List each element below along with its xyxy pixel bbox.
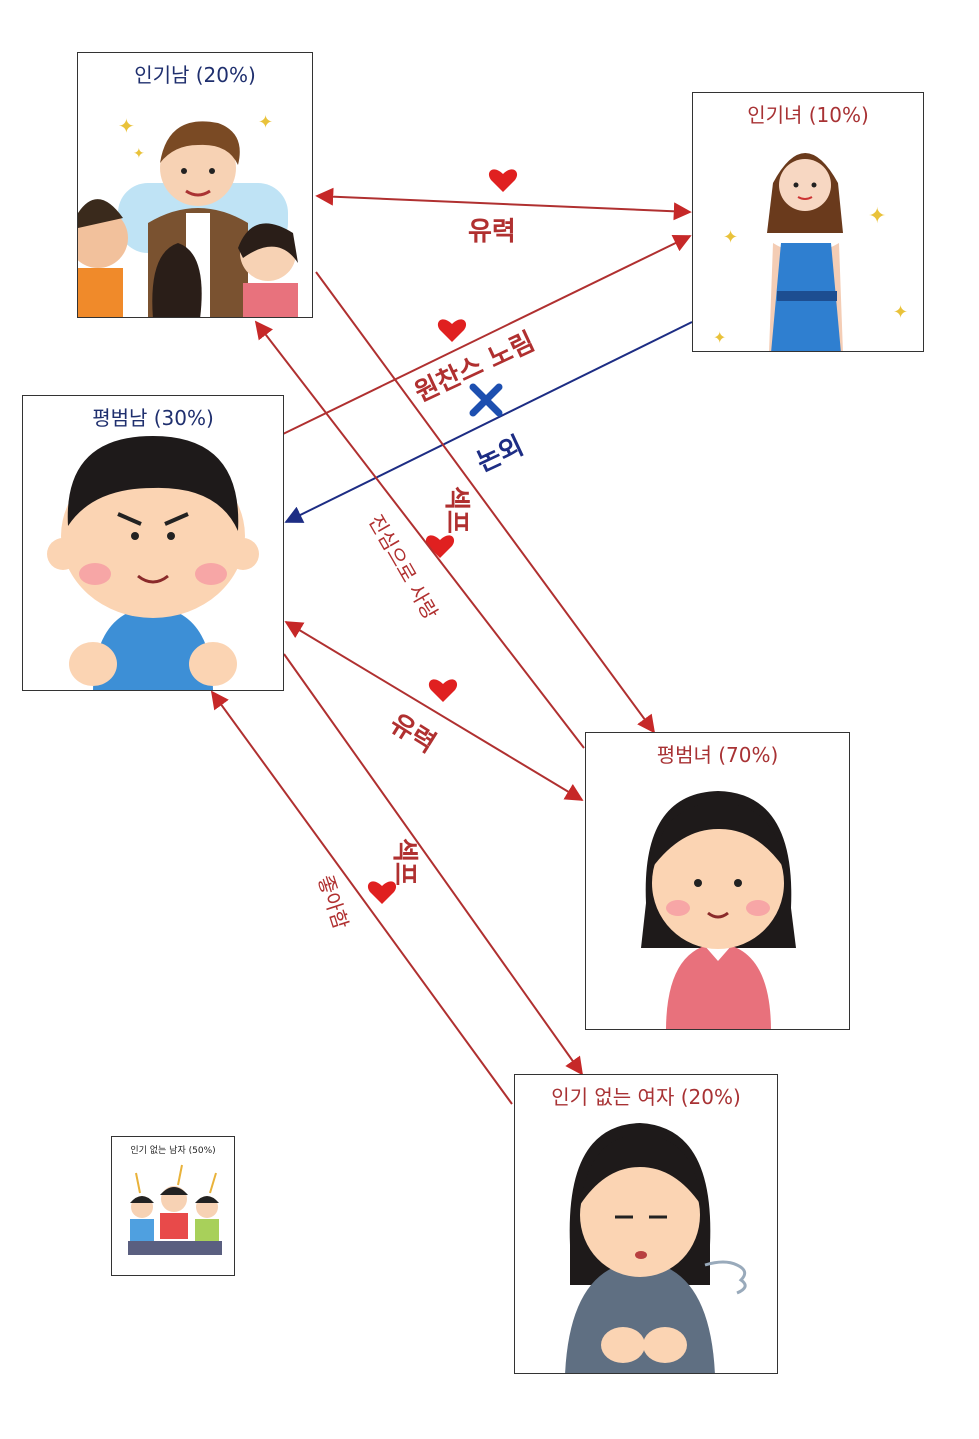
arrow-pw-am (284, 321, 693, 523)
arrow-pm-pw (315, 187, 692, 221)
popular-man-illustration: ✦ ✦ ✦ (78, 112, 298, 317)
svg-text:✦: ✦ (713, 328, 726, 347)
label-pm-aw: 섹프 (441, 486, 471, 534)
node-average-man: 평범남 (30%) (22, 395, 284, 691)
svg-text:✦: ✦ (118, 114, 135, 138)
node-label: 평범녀 (70%) (656, 743, 779, 767)
heart-icon (488, 169, 518, 192)
average-man-illustration (47, 436, 259, 690)
node-label: 평범남 (30%) (92, 406, 214, 430)
svg-text:✦: ✦ (868, 204, 886, 229)
label-aw-pm: 진심으로 사랑 (364, 511, 443, 624)
label-pm-pw: 유력 (468, 217, 516, 247)
svg-text:✦: ✦ (723, 227, 738, 248)
node-label: 인기 없는 여자 (20%) (551, 1085, 741, 1109)
unpopular-woman-illustration (565, 1123, 747, 1373)
label-am-pw: 원찬스 노림 (410, 327, 539, 409)
cross-icon (469, 383, 503, 417)
node-label: 인기 없는 남자 (50%) (130, 1146, 216, 1156)
heart-icon (428, 679, 458, 702)
arrow-pm-aw (315, 271, 656, 734)
node-average-woman: 평범녀 (70%) (585, 732, 850, 1030)
arrow-am-uw (283, 653, 584, 1076)
svg-text:✦: ✦ (258, 112, 273, 133)
average-woman-illustration (641, 791, 796, 1029)
label-uw-am: 좋아함 (313, 872, 353, 932)
popular-woman-illustration: ✦ ✦ ✦ ✦ (713, 153, 908, 351)
node-label: 인기녀 (10%) (747, 103, 869, 127)
node-popular-woman: 인기녀 (10%) ✦ ✦ ✦ ✦ (692, 92, 924, 352)
label-pw-am: 논외 (472, 431, 528, 478)
label-am-uw: 섹프 (389, 838, 419, 886)
node-unpopular-woman: 인기 없는 여자 (20%) (514, 1074, 778, 1374)
node-unpopular-man: 인기 없는 남자 (50%) (111, 1136, 235, 1276)
unpopular-man-illustration (128, 1164, 222, 1255)
heart-icon (437, 319, 467, 342)
arrow-uw-am (210, 690, 513, 1105)
svg-text:✦: ✦ (893, 302, 908, 323)
node-popular-man: 인기남 (20%) ✦ ✦ ✦ (77, 52, 313, 318)
arrow-am-aw (284, 621, 584, 801)
label-am-aw: 유력 (384, 708, 440, 759)
arrow-am-pw (282, 234, 692, 435)
node-label: 인기남 (20%) (134, 63, 256, 87)
svg-text:✦: ✦ (133, 146, 145, 162)
